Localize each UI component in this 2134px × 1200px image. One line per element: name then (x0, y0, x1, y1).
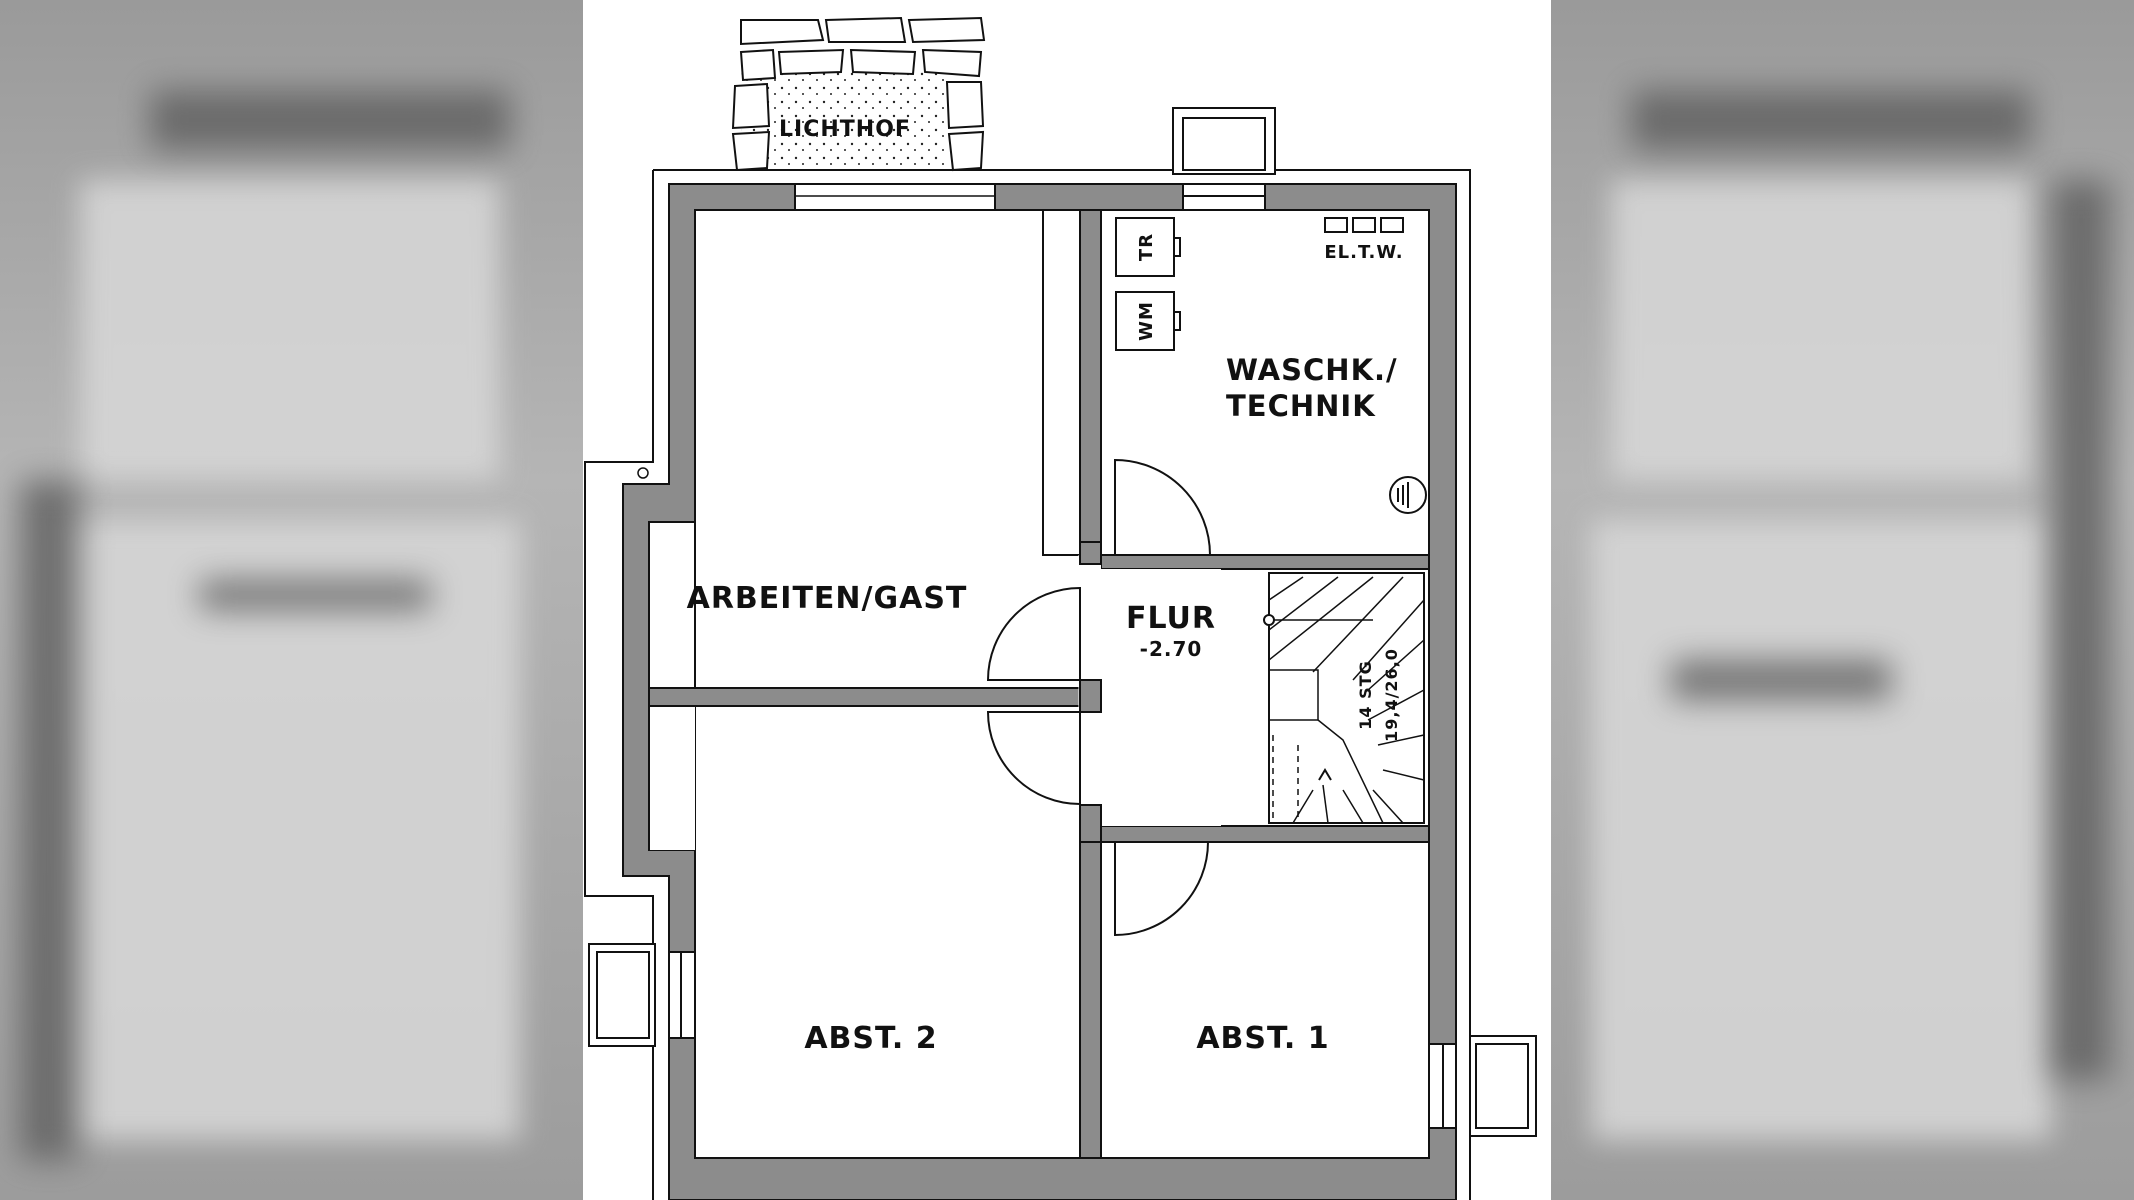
meter-boxes (1324, 217, 1404, 233)
label-dryer: TR (1136, 233, 1157, 261)
window-light-well-right (1428, 1035, 1537, 1137)
label-washer: WM (1136, 301, 1157, 341)
label-stair-ratio: 19,4/26,0 (1382, 648, 1401, 742)
window-light-well-left (588, 943, 696, 1047)
label-lichthof: LICHTHOF (779, 117, 911, 142)
label-abst2: ABST. 2 (804, 1021, 937, 1056)
blurred-background-right (1551, 0, 2134, 1200)
label-flur-level: -2.70 (1140, 637, 1203, 661)
blurred-background-left (0, 0, 583, 1200)
label-waschk-2: TECHNIK (1226, 389, 1376, 423)
shaft (1042, 209, 1081, 556)
outer-marker (637, 467, 649, 479)
dryer (1115, 217, 1181, 277)
label-arbeiten: ARBEITEN/GAST (687, 581, 968, 616)
rooms (648, 209, 1430, 1159)
label-meters: EL.T.W. (1324, 242, 1403, 263)
window-light-well-top (1172, 107, 1276, 211)
label-stair-steps: 14 STG (1356, 660, 1375, 729)
door-swings (986, 458, 1212, 937)
floor-plan: LICHTHOF ARBEITEN/GAST WASCHK./ TECHNIK … (583, 0, 1551, 1200)
staircase (1263, 572, 1425, 824)
label-waschk-1: WASCHK./ (1226, 353, 1398, 387)
label-abst1: ABST. 1 (1196, 1021, 1329, 1056)
label-flur: FLUR (1126, 601, 1216, 636)
ground-terminal-icon (1389, 476, 1427, 514)
lichthof (731, 16, 996, 211)
washing-machine (1115, 291, 1181, 351)
flur-area (1078, 555, 1221, 826)
